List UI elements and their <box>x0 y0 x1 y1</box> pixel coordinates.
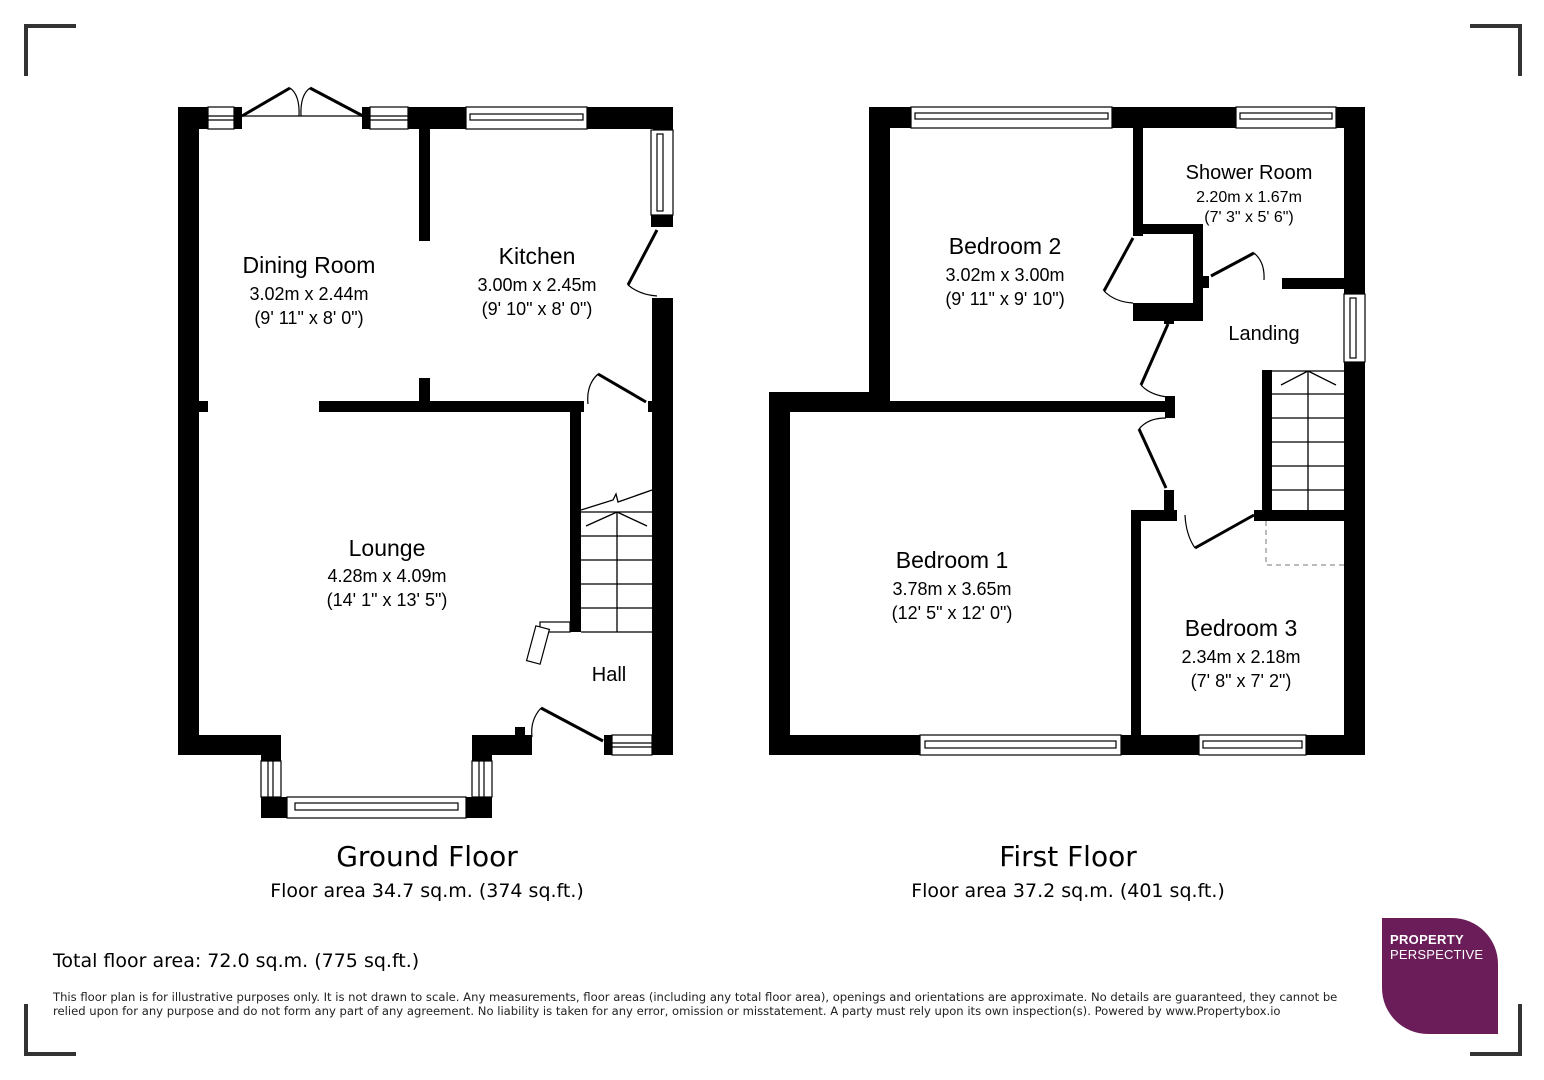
svg-text:3.02m x 3.00m: 3.02m x 3.00m <box>945 265 1064 285</box>
crop-mark-top-left <box>24 24 76 76</box>
svg-text:Hall: Hall <box>592 664 626 686</box>
svg-text:(7' 8" x 7' 2"): (7' 8" x 7' 2") <box>1191 671 1292 691</box>
svg-text:Dining Room: Dining Room <box>243 252 376 278</box>
crop-mark-bottom-left <box>24 1004 76 1056</box>
room-label-dining-room: Dining Room 3.02m x 2.44m (9' 11" x 8' 0… <box>243 252 376 328</box>
disclaimer-text: This floor plan is for illustrative purp… <box>53 990 1338 1018</box>
property-perspective-logo: PROPERTY PERSPECTIVE <box>1382 918 1498 1034</box>
svg-text:(9' 11" x 8' 0"): (9' 11" x 8' 0") <box>254 308 363 328</box>
svg-text:4.28m x 4.09m: 4.28m x 4.09m <box>327 566 446 586</box>
svg-text:(7' 3" x 5' 6"): (7' 3" x 5' 6") <box>1204 209 1294 226</box>
crop-mark-top-right <box>1470 24 1522 76</box>
room-label-bedroom-2: Bedroom 2 3.02m x 3.00m (9' 11" x 9' 10"… <box>945 233 1064 309</box>
room-label-landing: Landing <box>1228 323 1299 345</box>
room-label-hall: Hall <box>592 664 626 686</box>
ground-floor-area: Floor area 34.7 sq.m. (374 sq.ft.) <box>270 880 584 902</box>
logo-line-1: PROPERTY <box>1390 932 1464 947</box>
room-label-shower-room: Shower Room 2.20m x 1.67m (7' 3" x 5' 6"… <box>1186 162 1313 226</box>
room-label-bedroom-3: Bedroom 3 2.34m x 2.18m (7' 8" x 7' 2") <box>1181 615 1300 691</box>
ground-floor-title: Ground Floor <box>336 840 518 873</box>
total-floor-area: Total floor area: 72.0 sq.m. (775 sq.ft.… <box>53 950 420 972</box>
svg-text:Shower Room: Shower Room <box>1186 162 1313 184</box>
room-label-bedroom-1: Bedroom 1 3.78m x 3.65m (12' 5" x 12' 0"… <box>892 547 1013 623</box>
room-label-lounge: Lounge 4.28m x 4.09m (14' 1" x 13' 5") <box>327 535 448 610</box>
svg-text:(14' 1" x 13' 5"): (14' 1" x 13' 5") <box>327 590 448 610</box>
svg-text:3.02m x 2.44m: 3.02m x 2.44m <box>249 284 368 304</box>
svg-text:Kitchen: Kitchen <box>499 243 576 269</box>
svg-text:3.00m x 2.45m: 3.00m x 2.45m <box>477 275 596 295</box>
svg-text:Landing: Landing <box>1228 323 1299 345</box>
svg-text:Bedroom 1: Bedroom 1 <box>896 547 1009 573</box>
first-floor-plan <box>769 106 1366 756</box>
svg-text:(9' 10" x 8' 0"): (9' 10" x 8' 0") <box>482 299 593 319</box>
svg-text:2.34m x 2.18m: 2.34m x 2.18m <box>1181 647 1300 667</box>
room-label-kitchen: Kitchen 3.00m x 2.45m (9' 10" x 8' 0") <box>477 243 596 319</box>
svg-text:3.78m x 3.65m: 3.78m x 3.65m <box>892 579 1011 599</box>
first-floor-area: Floor area 37.2 sq.m. (401 sq.ft.) <box>911 880 1225 902</box>
first-floor-title: First Floor <box>999 840 1137 873</box>
svg-text:(9' 11" x 9' 10"): (9' 11" x 9' 10") <box>945 289 1064 309</box>
svg-text:2.20m x 1.67m: 2.20m x 1.67m <box>1196 189 1302 206</box>
ground-floor-plan <box>178 86 674 819</box>
logo-line-2: PERSPECTIVE <box>1390 947 1484 962</box>
svg-text:Lounge: Lounge <box>349 535 426 561</box>
svg-text:(12' 5" x 12' 0"): (12' 5" x 12' 0") <box>892 603 1013 623</box>
svg-text:Bedroom 3: Bedroom 3 <box>1185 615 1298 641</box>
crop-mark-bottom-right <box>1470 1004 1522 1056</box>
svg-text:Bedroom 2: Bedroom 2 <box>949 233 1062 259</box>
